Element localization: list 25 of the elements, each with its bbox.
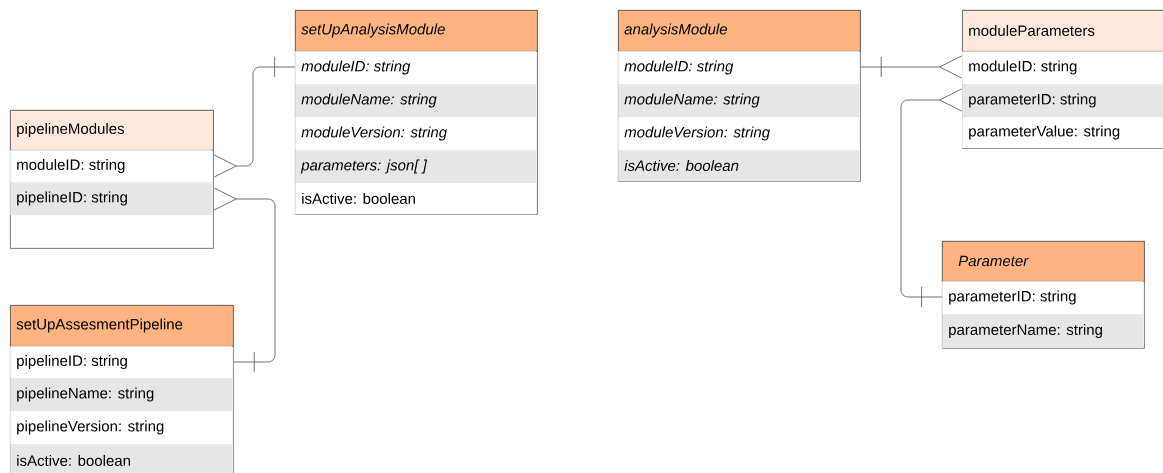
relationship-line <box>900 88 962 308</box>
table-header: setUpAnalysisModule <box>295 10 538 52</box>
table-row: moduleID: string <box>618 51 860 85</box>
table-row: pipelineID: string <box>10 182 213 216</box>
table-row: moduleID: string <box>10 150 213 183</box>
table-header: Parameter <box>942 241 1145 282</box>
table-header: analysisModule <box>618 10 861 52</box>
table-header: pipelineModules <box>10 110 214 151</box>
table-row: moduleID: string <box>295 51 537 85</box>
table-row: isActive: boolean <box>10 444 233 473</box>
table-row: parameterID: string <box>962 84 1163 118</box>
table-row: pipelineID: string <box>10 346 233 379</box>
table-row: moduleID: string <box>962 51 1163 85</box>
table-row: moduleName: string <box>295 84 537 118</box>
table-row: parameterID: string <box>942 281 1144 315</box>
relationship-line <box>213 187 276 373</box>
table-row: pipelineName: string <box>10 378 233 412</box>
table-row: parameterValue: string <box>962 117 1163 149</box>
table-header: setUpAssesmentPipeline <box>10 305 234 347</box>
table-row: moduleName: string <box>618 84 860 118</box>
table-row: isActive: boolean <box>618 150 860 182</box>
table-row: parameters: json[ ] <box>295 150 537 184</box>
table-header: moduleParameters <box>962 10 1163 52</box>
table-row: isActive: boolean <box>295 183 537 215</box>
table-row: parameterName: string <box>942 314 1144 349</box>
